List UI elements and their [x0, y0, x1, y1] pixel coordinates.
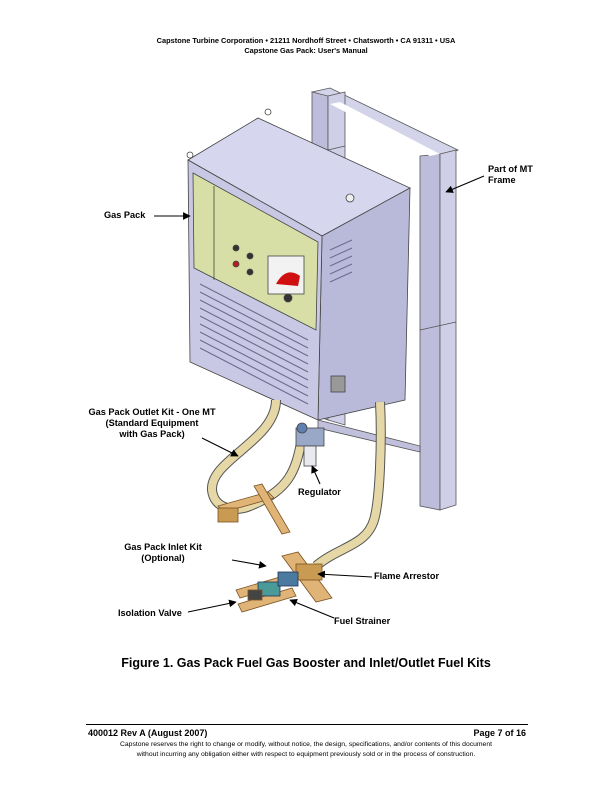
label-outlet-kit-line3: with Gas Pack) — [119, 429, 185, 439]
header-manual-title: Capstone Gas Pack: User's Manual — [244, 46, 368, 55]
inlet-pipe — [312, 401, 386, 570]
label-flame-arrestor: Flame Arrestor — [374, 571, 440, 581]
label-mt-frame-line2: Frame — [488, 175, 516, 185]
label-outlet-kit-line1: Gas Pack Outlet Kit - One MT — [88, 407, 216, 417]
header-company-line: Capstone Turbine Corporation • 21211 Nor… — [156, 36, 456, 45]
footer-page-number: Page 7 of 16 — [473, 728, 526, 738]
gas-pack-cabinet — [186, 108, 411, 421]
label-mt-frame: Part of MT Frame — [488, 164, 533, 186]
outlet-brackets — [217, 483, 291, 535]
label-isolation-valve: Isolation Valve — [118, 608, 182, 618]
label-outlet-kit: Gas Pack Outlet Kit - One MT (Standard E… — [76, 407, 228, 440]
callout-arrows — [154, 175, 485, 619]
label-outlet-kit-line2: (Standard Equipment — [105, 418, 199, 428]
label-inlet-kit: Gas Pack Inlet Kit (Optional) — [108, 542, 218, 564]
footer-disclaimer-line2: without incurring any obligation either … — [136, 751, 476, 758]
label-regulator: Regulator — [298, 487, 341, 497]
footer-rule — [86, 724, 528, 725]
label-gas-pack: Gas Pack — [104, 210, 146, 220]
support-bracket — [317, 419, 421, 453]
inlet-kit-hardware — [235, 551, 333, 613]
label-mt-frame-line1: Part of MT — [488, 164, 533, 174]
regulator-body — [295, 422, 325, 467]
label-inlet-kit-line2: (Optional) — [141, 553, 185, 563]
figure-caption: Figure 1. Gas Pack Fuel Gas Booster and … — [121, 656, 491, 670]
footer-doc-id: 400012 Rev A (August 2007) — [88, 728, 208, 738]
label-inlet-kit-line1: Gas Pack Inlet Kit — [124, 542, 202, 552]
footer-disclaimer-line1: Capstone reserves the right to change or… — [119, 741, 493, 748]
label-fuel-strainer: Fuel Strainer — [334, 616, 391, 626]
